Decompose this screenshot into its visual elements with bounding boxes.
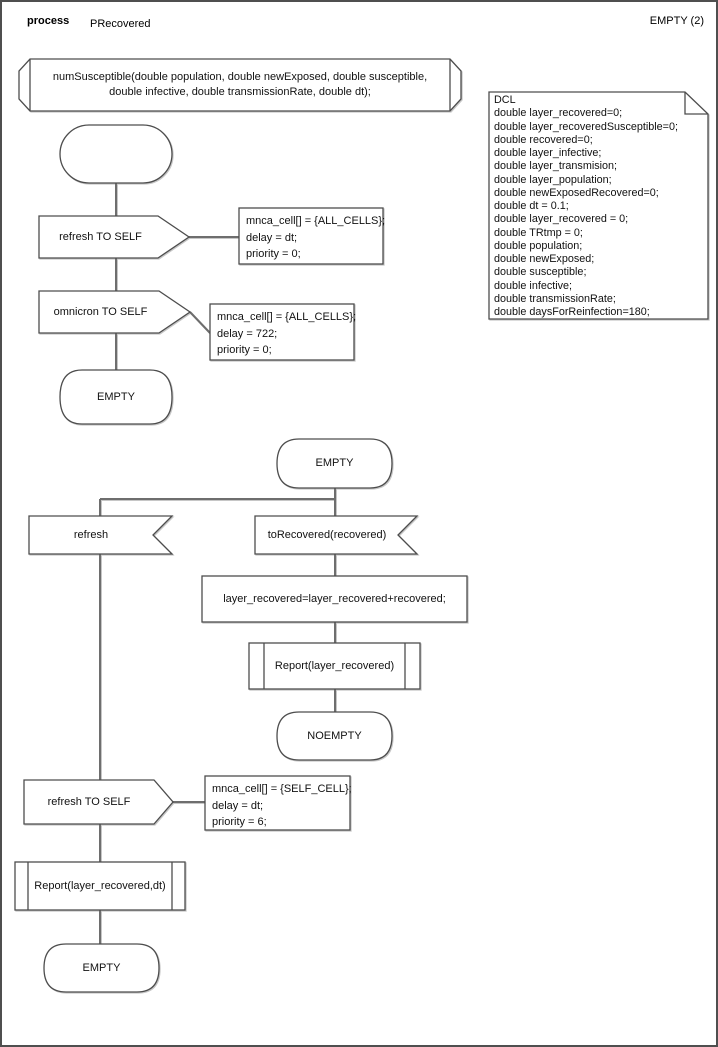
param-line: delay = 722;: [217, 327, 278, 340]
diagram-kind-label: process: [27, 15, 70, 27]
state-empty-flow1[interactable]: EMPTY: [97, 390, 135, 403]
procedure-declaration-line2: double infective, double transmissionRat…: [109, 86, 371, 98]
procedure-call-reportdt-bars: [27, 862, 173, 910]
params-box-refresh-outline: [238, 207, 384, 265]
signal-input-torecovered[interactable]: toRecovered(recovered): [267, 528, 387, 541]
param-line: mnca_cell[] = {ALL_CELLS};: [246, 215, 386, 227]
dcl-line: double layer_recovered=0;: [494, 107, 623, 120]
page-label: EMPTY (2): [649, 15, 704, 27]
dcl-line: double susceptible;: [494, 266, 587, 279]
param-line: delay = dt;: [246, 231, 298, 244]
procedure-declaration-line1: numSusceptible(double population, double…: [52, 71, 428, 83]
dcl-line: double infective;: [494, 279, 573, 292]
procedure-call-report-bars: [263, 643, 406, 689]
params-box-omnicron-outline: [209, 303, 355, 361]
param-line: priority = 0;: [217, 344, 272, 356]
signal-send-omnicron-outline: [38, 290, 192, 334]
param-line: mnca_cell[] = {ALL_CELLS};: [217, 311, 357, 323]
params-box-omnicron[interactable]: mnca_cell[] = {ALL_CELLS}; delay = 722; …: [210, 304, 357, 360]
task-assign-recovered[interactable]: layer_recovered=layer_recovered+recovere…: [223, 592, 446, 605]
dcl-line: double recovered=0;: [494, 133, 593, 146]
dcl-note-outline: [488, 91, 709, 320]
procedure-declaration[interactable]: numSusceptible(double population, double…: [30, 59, 450, 111]
flow-connector-lines: [99, 183, 336, 944]
state-empty-final-outline: [43, 943, 160, 993]
state-noempty[interactable]: NOEMPTY: [307, 729, 362, 742]
dcl-line: double dt = 0.1;: [494, 200, 569, 212]
procedure-call-report[interactable]: Report(layer_recovered): [274, 659, 395, 672]
state-empty-flow2-start-outline: [276, 438, 393, 489]
param-line: delay = dt;: [212, 799, 264, 812]
dcl-declarations-note[interactable]: DCL double layer_recovered=0; double lay…: [494, 94, 706, 319]
procedure-call-reportdt[interactable]: Report(layer_recovered,dt): [34, 879, 166, 892]
dcl-line: double layer_recoveredSusceptible=0;: [494, 120, 678, 133]
signal-send-refresh-outline: [38, 215, 191, 259]
dcl-line: double newExposedRecovered=0;: [494, 186, 659, 199]
param-line: priority = 6;: [212, 816, 267, 828]
dcl-line: double TRtmp = 0;: [494, 226, 583, 239]
dcl-line: double layer_population;: [494, 173, 612, 186]
dcl-line: double transmissionRate;: [494, 292, 616, 305]
dcl-line: double layer_transmision;: [494, 160, 618, 173]
start-state-outline: [59, 124, 173, 184]
signal-send-refresh[interactable]: refresh TO SELF: [59, 230, 142, 243]
procedure-call-report-outline: [248, 642, 421, 690]
dcl-title: DCL: [494, 94, 516, 106]
signal-send-omnicron[interactable]: omnicron TO SELF: [53, 305, 148, 318]
state-empty-flow2-start[interactable]: EMPTY: [315, 457, 354, 469]
procedure-call-reportdt-outline: [14, 861, 186, 911]
dcl-line: double newExposed;: [494, 253, 595, 265]
task-assign-outline: [201, 575, 468, 623]
signal-send-refresh2-outline: [23, 779, 174, 825]
dcl-line: double population;: [494, 239, 583, 252]
dcl-line: double daysForReinfection=180;: [494, 306, 650, 318]
dcl-note-fold-corner-icon: [684, 92, 708, 115]
params-box-refresh2[interactable]: mnca_cell[] = {SELF_CELL}; delay = dt; p…: [205, 776, 352, 830]
process-name-label: PRecovered: [90, 18, 151, 30]
state-noempty-outline: [276, 711, 393, 761]
signal-send-refresh2[interactable]: refresh TO SELF: [47, 795, 131, 808]
params-box-refresh2-outline: [204, 775, 351, 831]
state-empty-final[interactable]: EMPTY: [82, 961, 121, 974]
state-empty-flow1-outline: [59, 369, 173, 425]
signal-input-refresh-outline: [28, 515, 174, 555]
dcl-line: double layer_infective;: [494, 147, 602, 159]
params-box-refresh[interactable]: mnca_cell[] = {ALL_CELLS}; delay = dt; p…: [239, 208, 386, 264]
signal-input-torecovered-outline: [254, 515, 419, 555]
dcl-line: double layer_recovered = 0;: [494, 213, 629, 226]
param-line: mnca_cell[] = {SELF_CELL};: [212, 783, 352, 795]
start-state[interactable]: [60, 125, 172, 183]
procedure-declaration-caps: [29, 59, 451, 111]
param-line: priority = 0;: [246, 248, 301, 260]
signal-input-refresh[interactable]: refresh: [73, 528, 109, 541]
